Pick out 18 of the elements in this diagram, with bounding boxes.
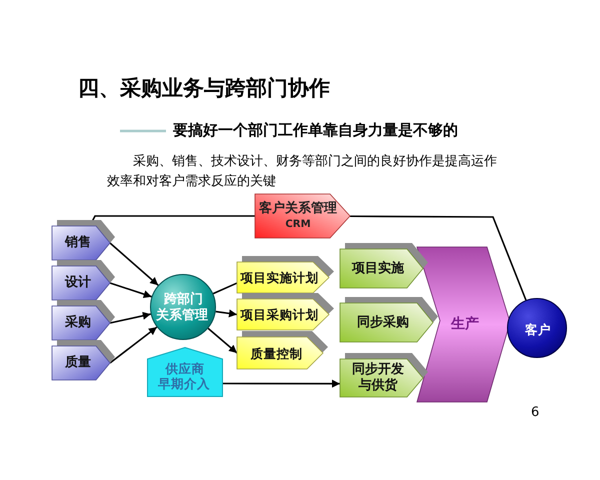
subtitle: 要搞好一个部门工作单靠自身力量是不够的 xyxy=(173,121,458,140)
arrow xyxy=(110,326,158,364)
arrow xyxy=(223,380,340,388)
arrow xyxy=(109,242,159,286)
arrow xyxy=(110,312,151,324)
arrow-box: 客户关系管理 CRM xyxy=(255,194,350,238)
circle-node: 客户 xyxy=(507,298,567,358)
arrow xyxy=(216,309,238,318)
connector-line xyxy=(212,282,238,294)
connector-line xyxy=(350,215,527,300)
arrow xyxy=(110,282,152,298)
circle-node: 跨部门关系管理 xyxy=(150,274,216,340)
arrow xyxy=(208,328,238,354)
body-text: 采购、销售、技术设计、财务等部门之间的良好协作是提高运作效率和对客户需求反应的关键 xyxy=(107,153,498,191)
chevron-shape: 生产 xyxy=(417,247,510,402)
page-number: 6 xyxy=(531,405,540,420)
slide-title: 四、采购业务与跨部门协作 xyxy=(78,75,330,102)
pentagon-box: 供应商早期介入 xyxy=(147,347,223,397)
